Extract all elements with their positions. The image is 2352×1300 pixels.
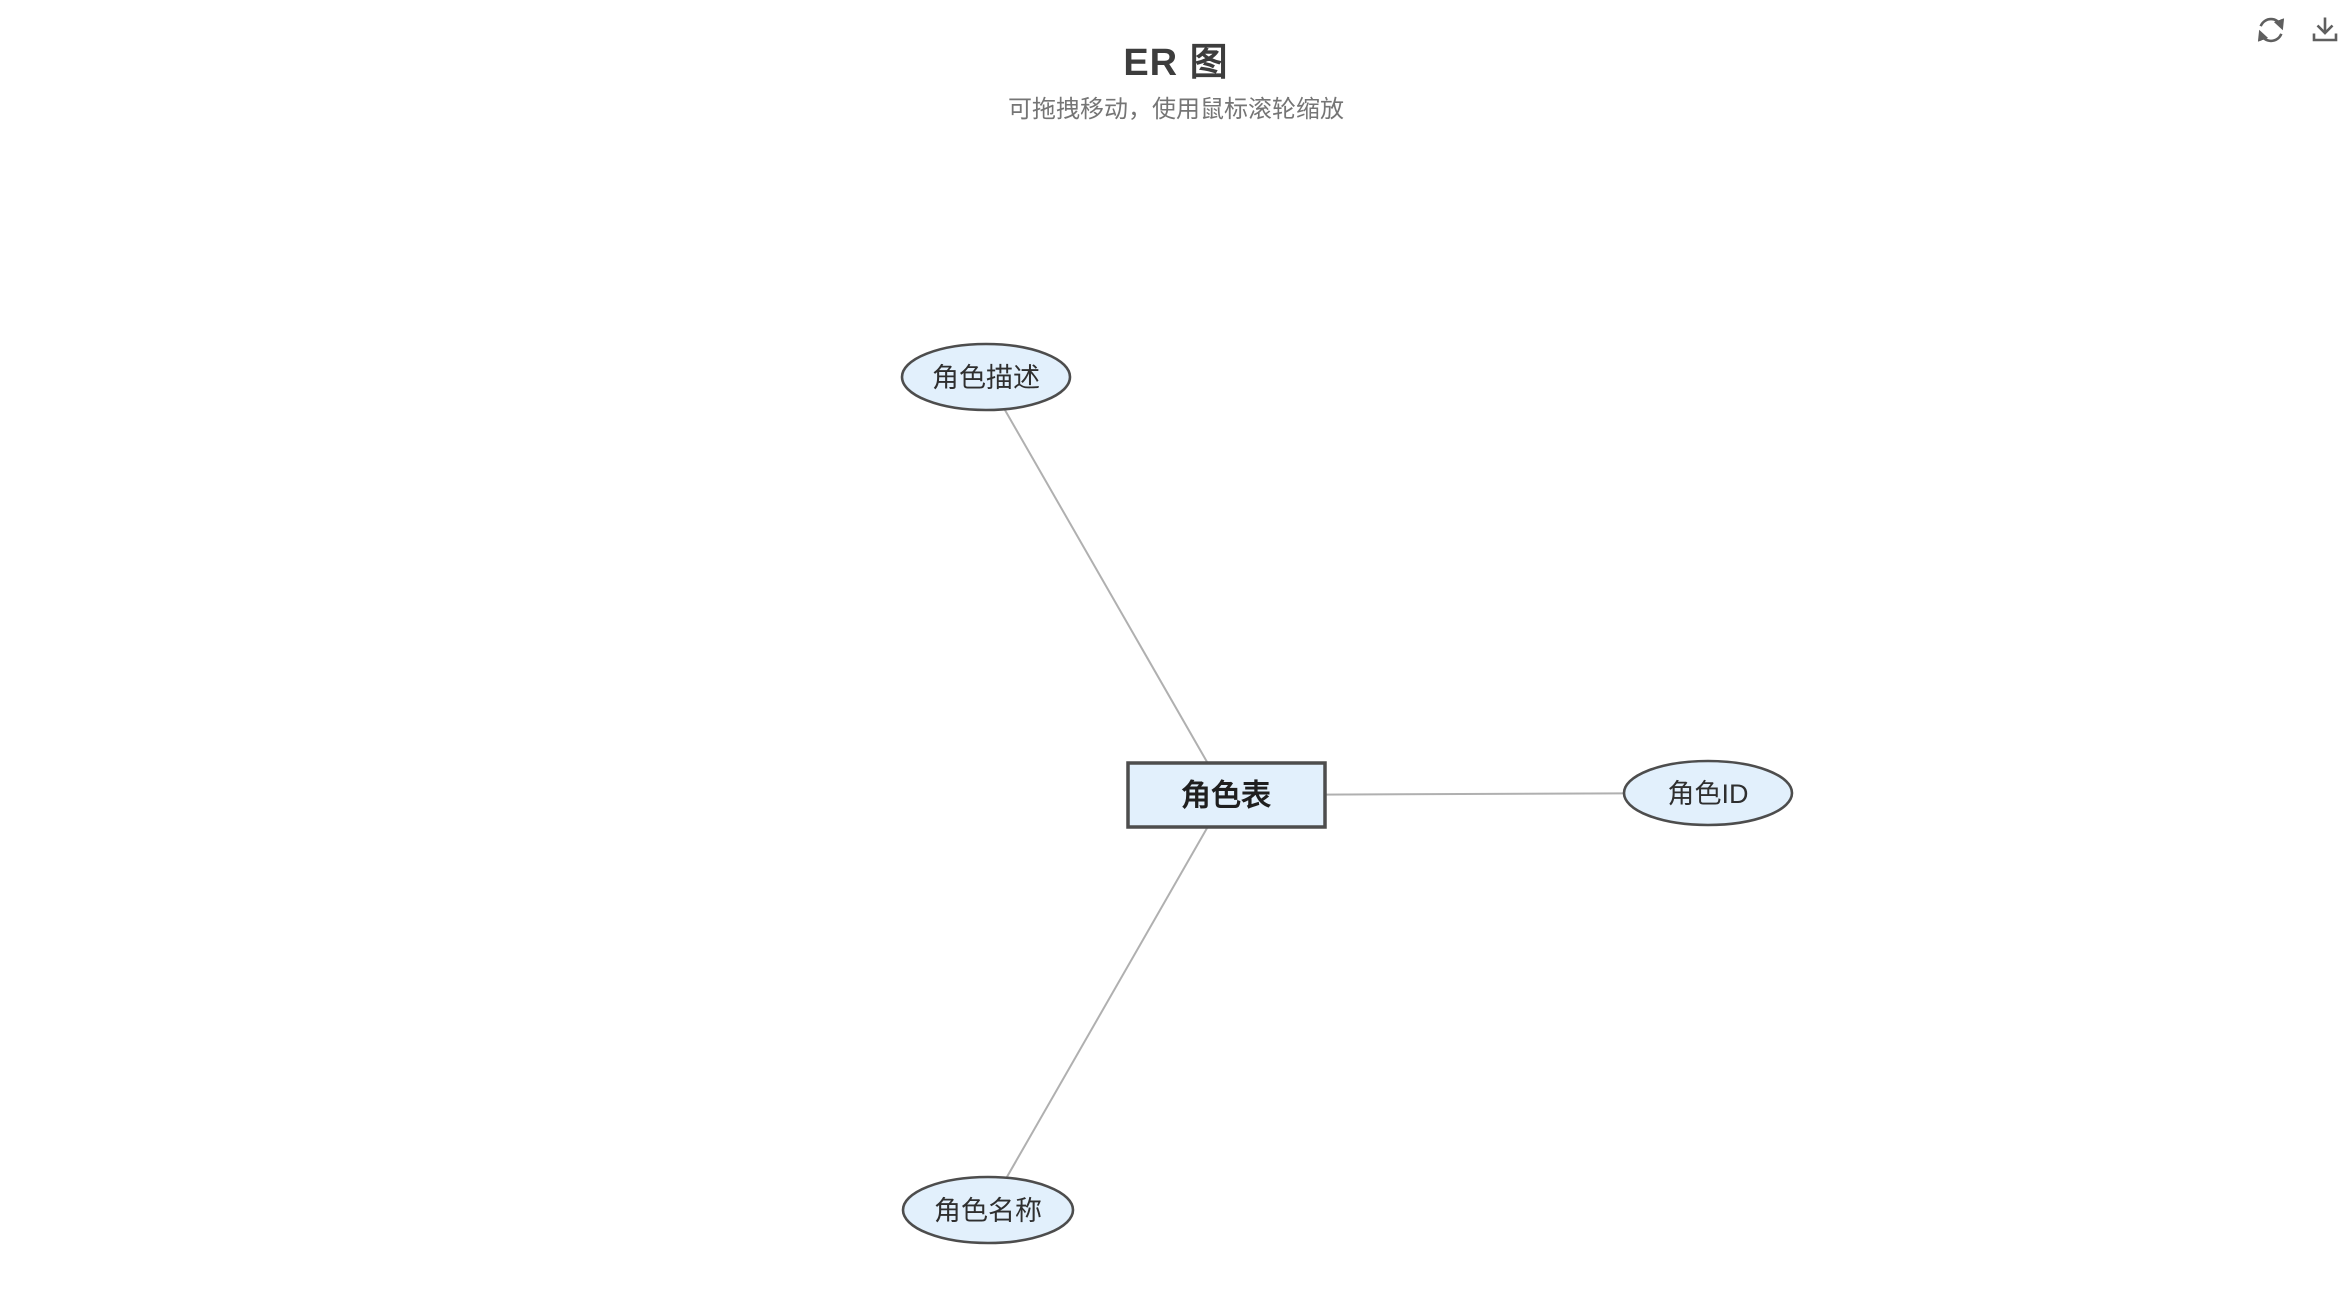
- attribute-node-role-name[interactable]: 角色名称: [901, 1175, 1075, 1245]
- attribute-shape: [901, 1175, 1075, 1245]
- attribute-shape: [1622, 759, 1794, 827]
- entity-shape: [1126, 761, 1327, 829]
- attribute-label: 角色描述: [932, 363, 1040, 393]
- entity-node-role-table[interactable]: 角色表: [1126, 761, 1327, 829]
- attribute-label: 角色名称: [934, 1196, 1042, 1226]
- attribute-shape: [900, 342, 1072, 412]
- edge-entity-to-name: [987, 794, 1227, 1211]
- refresh-icon: [2257, 17, 2285, 43]
- attribute-node-role-description[interactable]: 角色描述: [900, 342, 1072, 412]
- attribute-label: 角色ID: [1668, 779, 1749, 809]
- entity-label: 角色表: [1181, 780, 1271, 813]
- download-button[interactable]: [2307, 12, 2343, 48]
- edge-entity-to-description: [985, 376, 1227, 796]
- download-icon: [2312, 17, 2338, 42]
- refresh-button[interactable]: [2253, 12, 2289, 48]
- toolbar: [2253, 12, 2343, 48]
- attribute-node-role-id[interactable]: 角色ID: [1622, 759, 1794, 827]
- edge-group: [985, 376, 1709, 1211]
